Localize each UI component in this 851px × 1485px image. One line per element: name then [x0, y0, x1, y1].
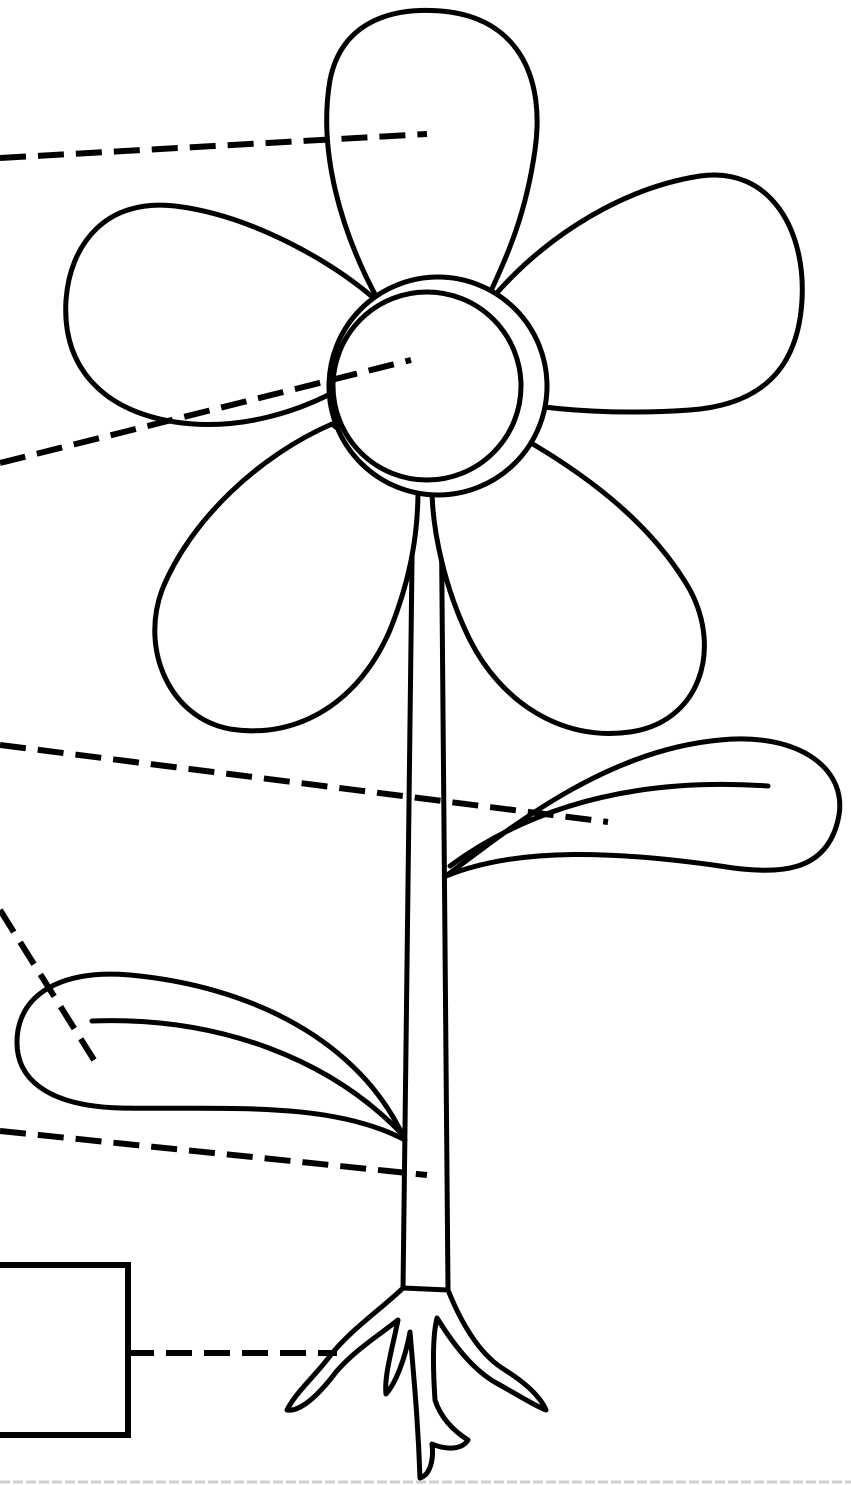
leader-line-upper-leaf — [0, 745, 608, 822]
petal-top — [327, 10, 537, 304]
flower-center — [333, 292, 521, 480]
label-box[interactable] — [0, 1265, 128, 1435]
stem-group — [17, 480, 840, 1290]
stem — [403, 480, 448, 1290]
leader-line-stem — [0, 1131, 427, 1175]
leaf-left — [17, 974, 405, 1140]
roots — [287, 1288, 546, 1478]
